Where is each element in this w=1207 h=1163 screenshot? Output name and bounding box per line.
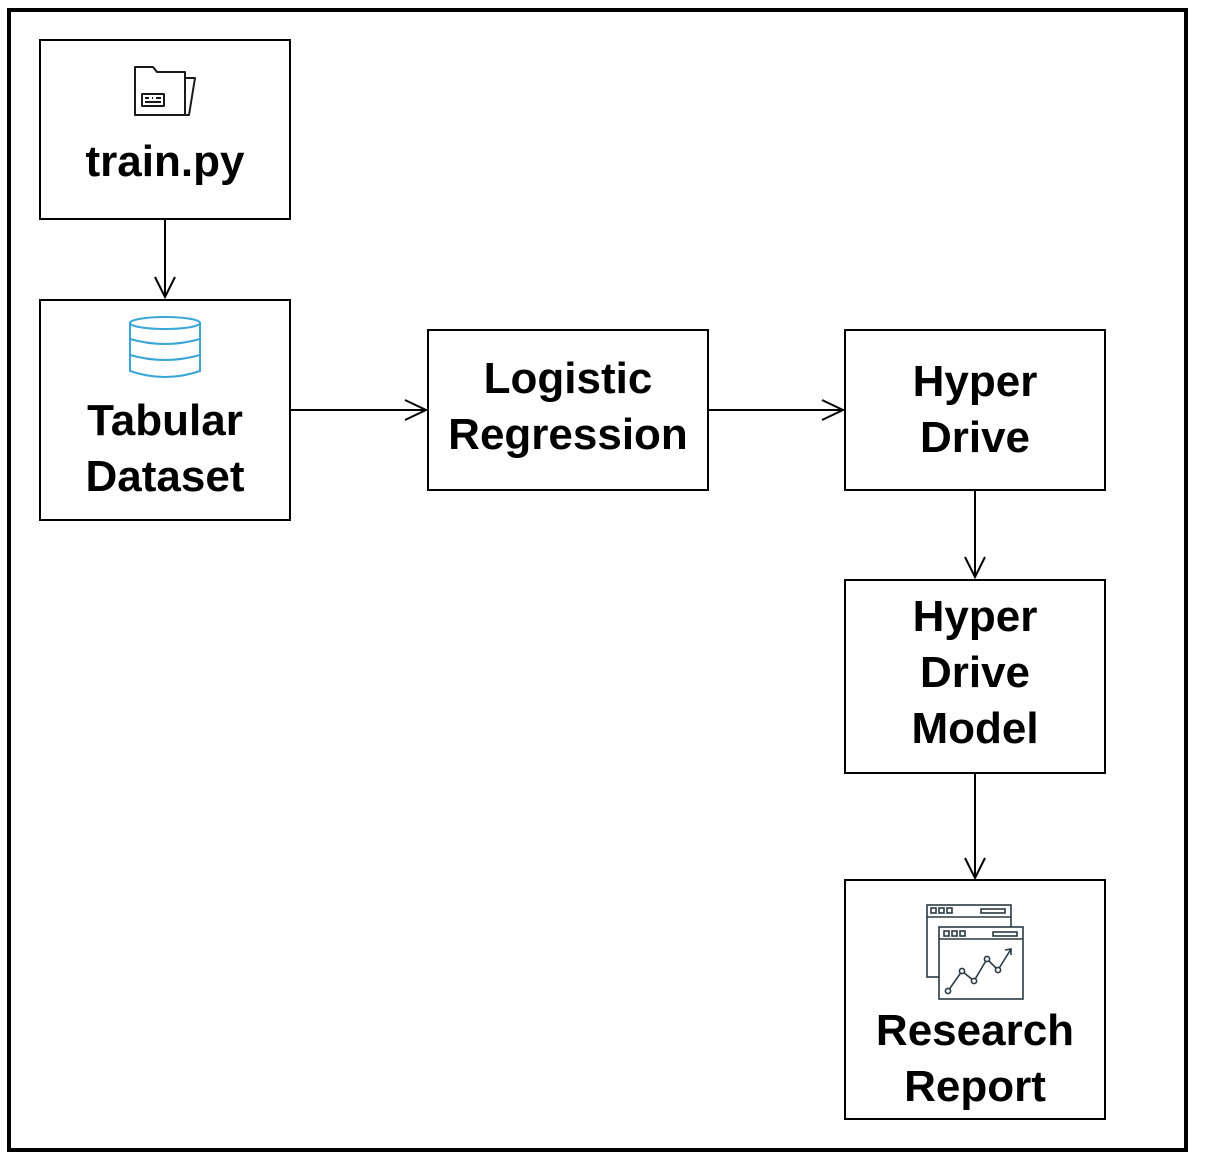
node-train-py[interactable]: train.py — [39, 39, 291, 220]
report-chart-icon — [926, 903, 1024, 1000]
node-hyper-drive[interactable]: Hyper Drive — [844, 329, 1106, 491]
node-label: Research Report — [875, 1005, 1075, 1111]
node-logistic-regression[interactable]: Logistic Regression — [427, 329, 709, 491]
folder-script-icon — [134, 65, 196, 116]
node-tabular-dataset[interactable]: Tabular Dataset — [39, 299, 291, 521]
node-hyper-drive-model[interactable]: Hyper Drive Model — [844, 579, 1106, 774]
node-label: train.py — [85, 136, 245, 186]
database-icon — [129, 316, 201, 378]
node-research-report[interactable]: Research Report — [844, 879, 1106, 1120]
node-label: Hyper Drive — [912, 357, 1038, 462]
node-label: Tabular Dataset — [85, 396, 245, 501]
node-label: Hyper Drive Model — [911, 591, 1039, 753]
node-label: Logistic Regression — [448, 354, 688, 459]
